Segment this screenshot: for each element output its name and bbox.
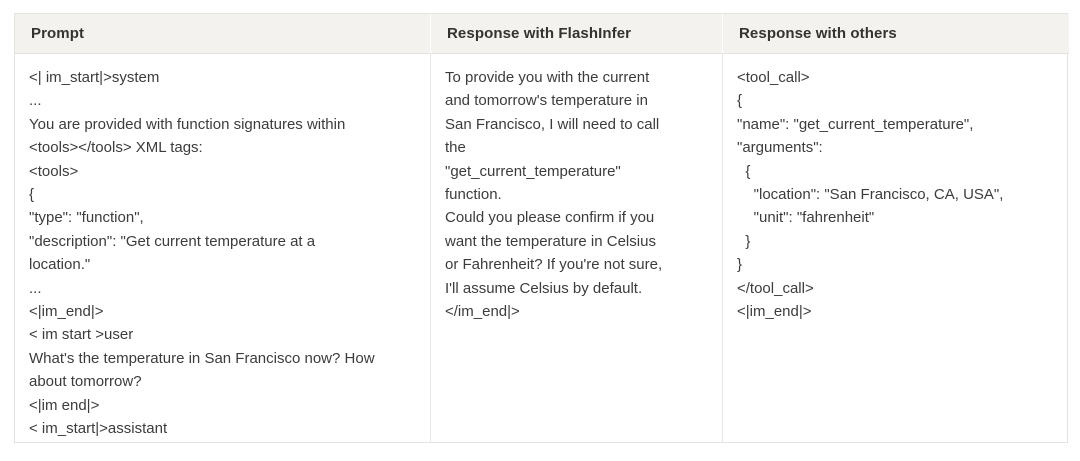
cell-prompt-text: <| im_start|>system ... You are provided… [29,69,375,438]
column-header-response-flashinfer: Response with FlashInfer [430,14,722,54]
column-header-prompt: Prompt [15,14,430,54]
cell-response-flashinfer-text: To provide you with the current and tomo… [430,54,722,442]
comparison-table: Prompt Response with FlashInfer Response… [14,13,1069,443]
column-header-response-others: Response with others [722,14,1069,54]
cell-response-others-text: <tool_call> { "name": "get_current_tempe… [722,54,1069,442]
